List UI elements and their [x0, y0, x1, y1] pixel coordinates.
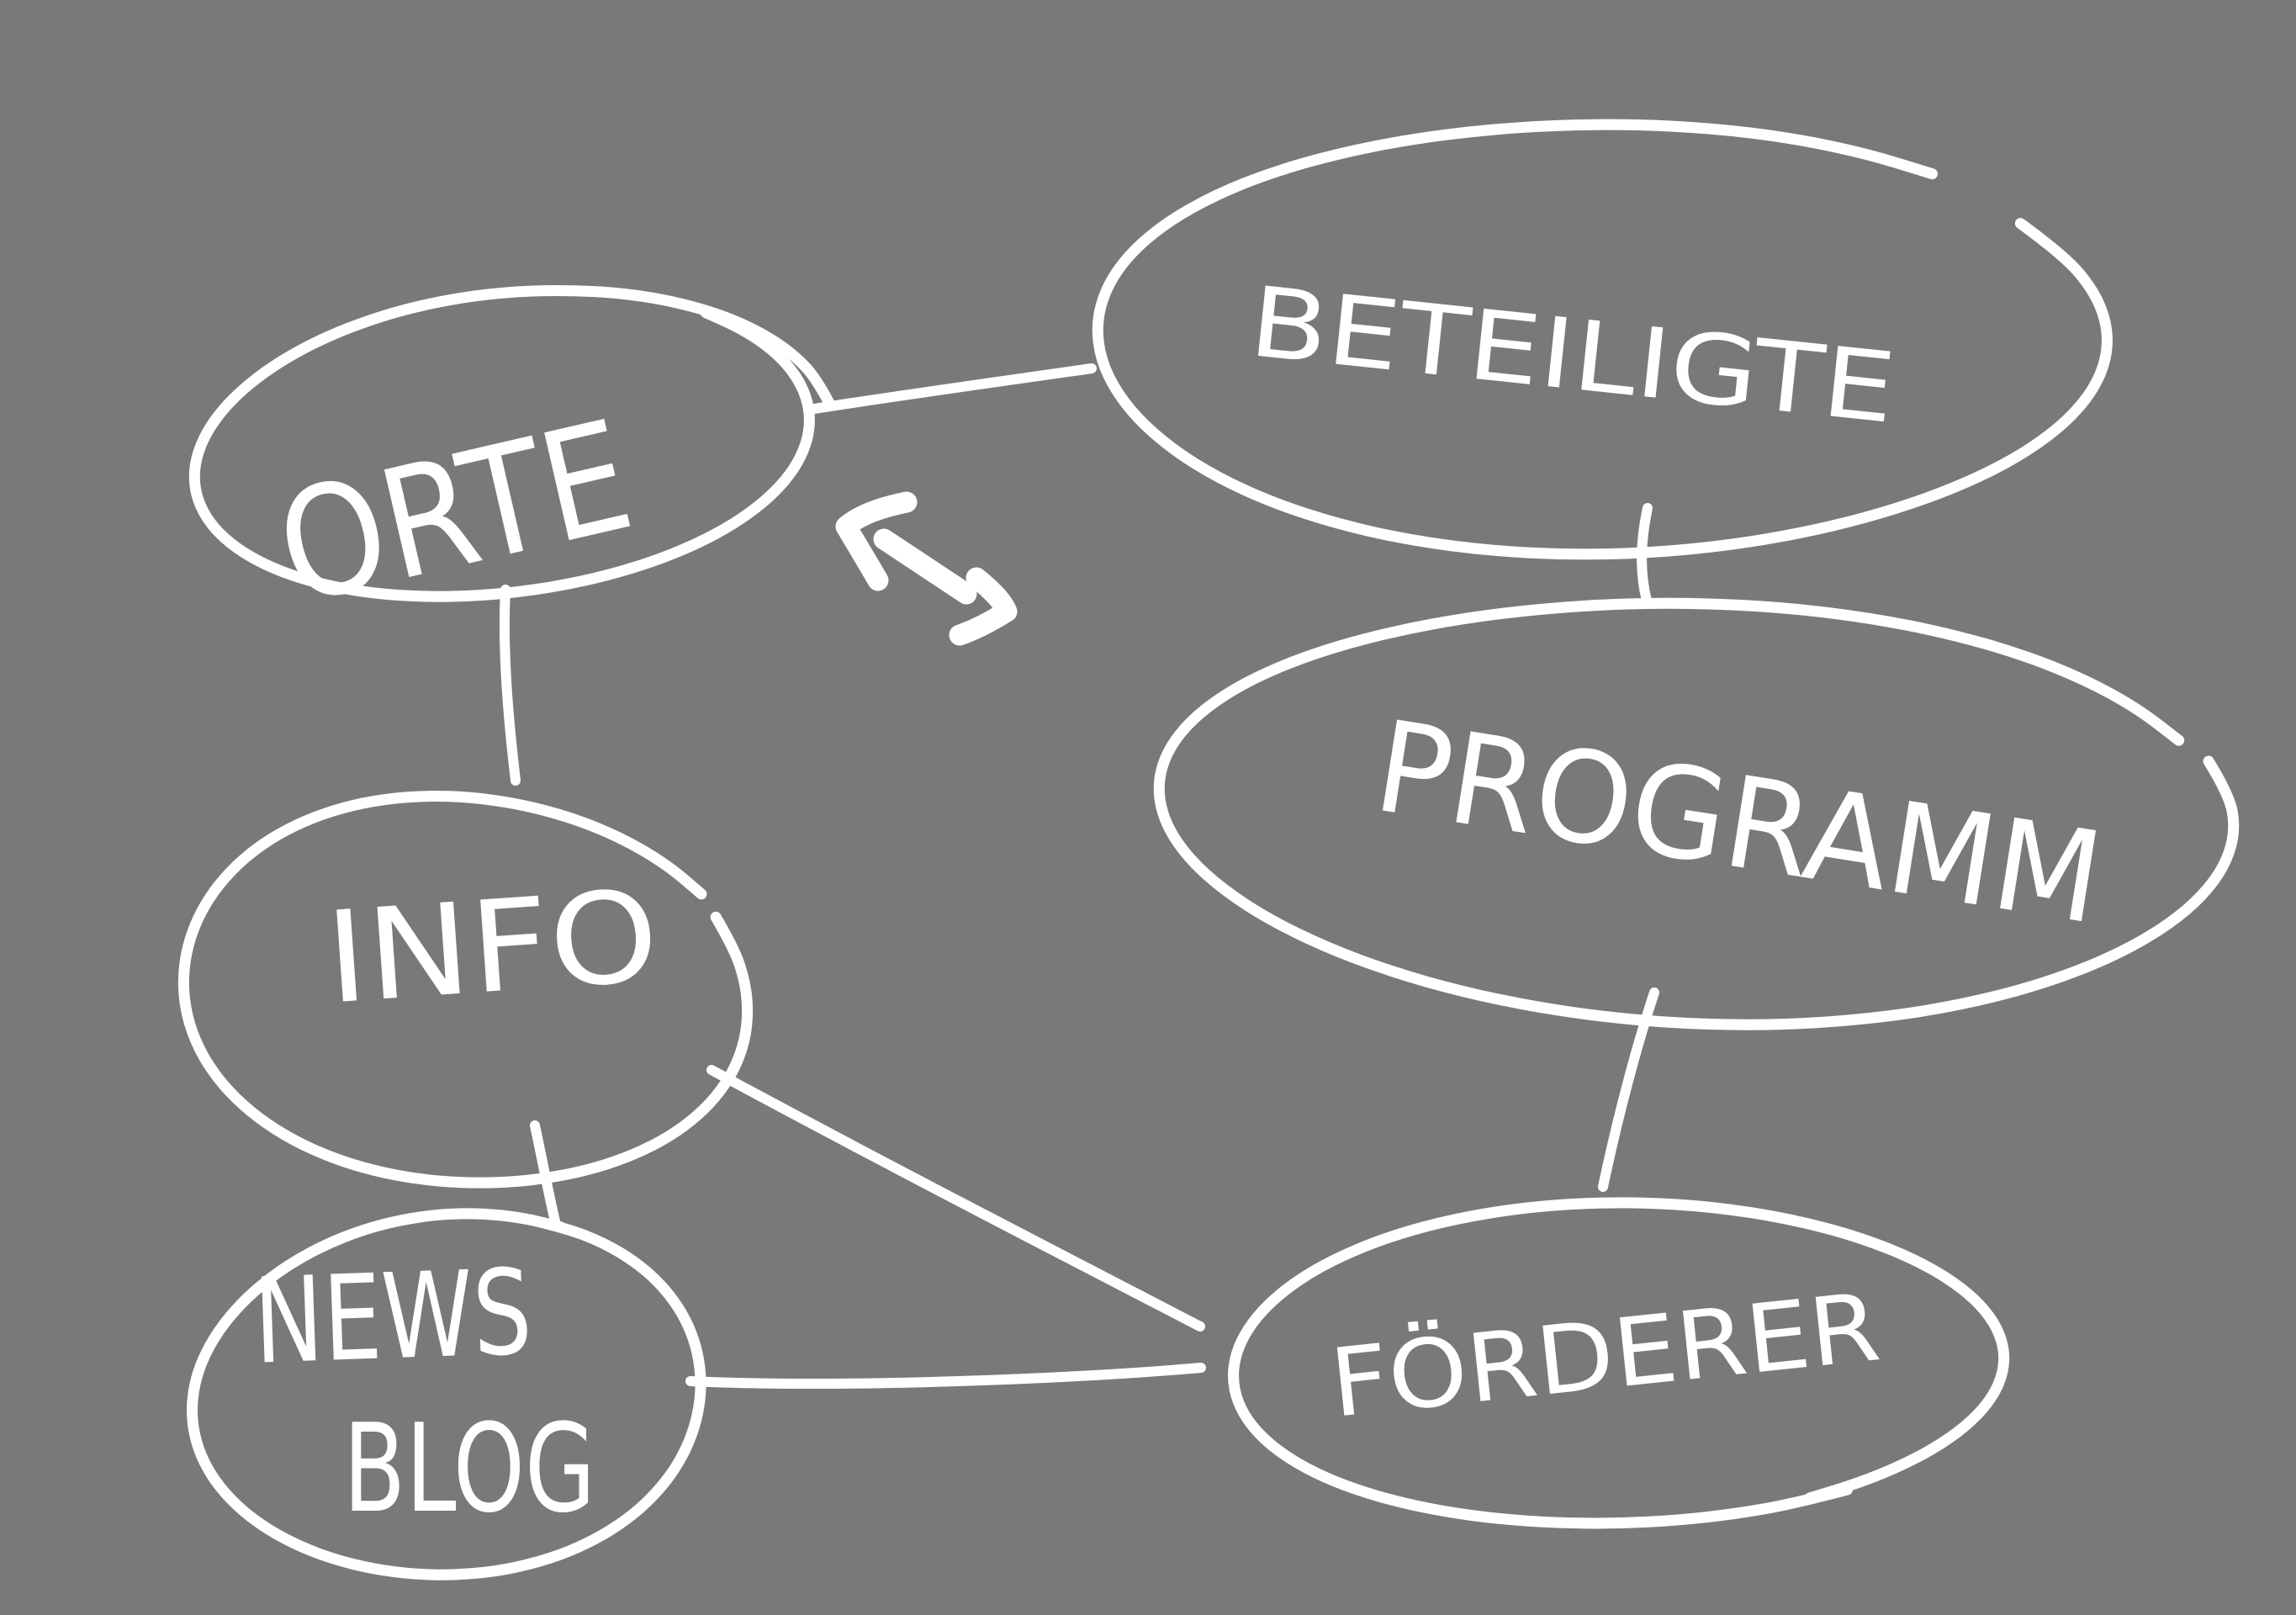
arrow-shaft [873, 528, 977, 605]
node-info-label: INFO [321, 863, 663, 1032]
edge-info-foerderer [706, 1065, 1205, 1332]
node-programm-label: PROGRAMM [1366, 694, 2112, 953]
node-beteiligte-ellipse [1092, 119, 2113, 560]
node-info-ellipse [177, 791, 754, 1189]
edge-orte-info [499, 585, 521, 786]
node-orte: ORTE [188, 285, 834, 638]
edge-orte-beteiligte [809, 363, 1097, 414]
node-info: INFO [177, 791, 754, 1189]
edge-programm-foerderer [1598, 988, 1659, 1192]
node-news-blog-ellipse [186, 1208, 706, 1581]
node-programm: PROGRAMM [1153, 597, 2240, 1030]
node-news-blog-label-line2: BLOG [343, 1398, 595, 1540]
node-beteiligte-label: BETEILIGTE [1245, 266, 1901, 446]
node-foerderer-ellipse [1228, 1197, 2010, 1529]
node-orte-ellipse [188, 285, 834, 602]
arrow-head-down-right [949, 567, 1018, 646]
arrow-head-up-left [835, 491, 918, 591]
node-beteiligte: BETEILIGTE [1092, 119, 2113, 560]
node-foerderer-label: FÖRDERER [1325, 1273, 1885, 1439]
node-programm-ellipse [1153, 597, 2240, 1030]
bidirectional-arrow-icon [835, 491, 1018, 646]
node-orte-label: ORTE [262, 388, 646, 638]
node-news-blog: NEWS BLOG [186, 1208, 706, 1581]
node-foerderer: FÖRDERER [1228, 1197, 2010, 1529]
edge-newsblog-foerderer [685, 1363, 1206, 1389]
node-news-blog-label-line1: NEWS [251, 1244, 533, 1390]
